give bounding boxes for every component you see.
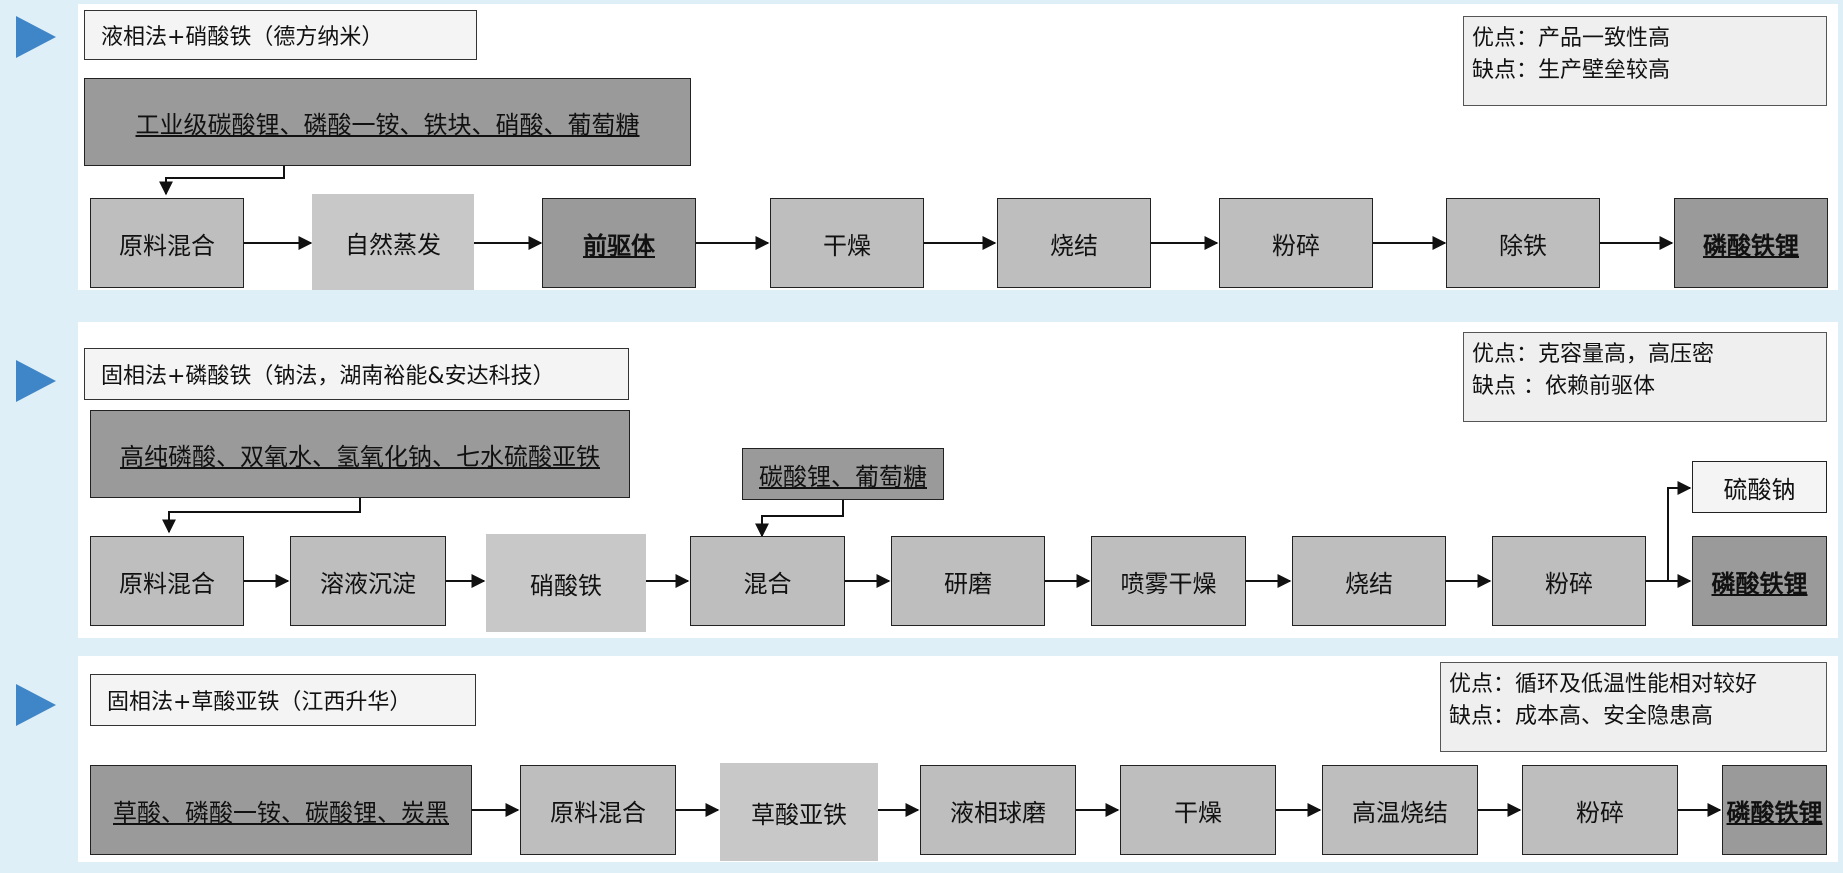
product-box: 磷酸铁锂: [1692, 536, 1827, 626]
process-1-title: 液相法+硝酸铁（德方纳米）: [84, 10, 477, 60]
process-1-pros-cons: 优点：产品一致性高 缺点：生产壁垒较高: [1463, 16, 1827, 106]
step-box: 粉碎: [1492, 536, 1646, 626]
step-box: 草酸亚铁: [720, 763, 878, 861]
play-triangle-icon: [16, 16, 56, 58]
product-text: 磷酸铁锂: [1726, 798, 1823, 827]
process-2-title: 固相法+磷酸铁（钠法，湖南裕能&安达科技）: [84, 348, 629, 400]
step-box: 原料混合: [90, 536, 244, 626]
pros-text: 优点：克容量高，高压密: [1472, 342, 1715, 367]
play-triangle-icon: [16, 684, 56, 726]
product-text: 磷酸铁锂: [1703, 231, 1799, 260]
step-box: 粉碎: [1219, 198, 1373, 288]
process-3-pros-cons: 优点：循环及低温性能相对较好 缺点：成本高、安全隐患高: [1440, 662, 1827, 752]
raw-materials-text: 草酸、磷酸一铵、碳酸锂、炭黑: [113, 798, 449, 827]
step-box: 混合: [690, 536, 845, 626]
play-triangle-icon: [16, 360, 56, 402]
raw-materials-box: 工业级碳酸锂、磷酸一铵、铁块、硝酸、葡萄糖: [84, 78, 691, 166]
process-3-title: 固相法+草酸亚铁（江西升华）: [90, 674, 476, 726]
step-box: 原料混合: [90, 198, 244, 288]
raw-materials-box: 高纯磷酸、双氧水、氢氧化钠、七水硫酸亚铁: [90, 410, 630, 498]
raw-materials-text: 工业级碳酸锂、磷酸一铵、铁块、硝酸、葡萄糖: [135, 110, 640, 139]
step-box: 溶液沉淀: [290, 536, 446, 626]
pros-text: 优点：产品一致性高: [1472, 26, 1671, 51]
step-box: 粉碎: [1522, 765, 1678, 855]
step-box: 烧结: [1292, 536, 1446, 626]
step-box: 研磨: [891, 536, 1045, 626]
product-box: 磷酸铁锂: [1722, 765, 1827, 855]
product-box: 磷酸铁锂: [1674, 198, 1828, 288]
byproduct-box: 硫酸钠: [1692, 461, 1827, 513]
step-box: 干燥: [1120, 765, 1276, 855]
step-box: 烧结: [997, 198, 1151, 288]
step-box: 喷雾干燥: [1091, 536, 1246, 626]
step-box-precursor: 前驱体: [542, 198, 696, 288]
cons-text: 缺点：生产壁垒较高: [1472, 58, 1671, 83]
raw-materials-text: 高纯磷酸、双氧水、氢氧化钠、七水硫酸亚铁: [120, 442, 600, 471]
process-2-pros-cons: 优点：克容量高，高压密 缺点 ：依赖前驱体: [1463, 332, 1827, 422]
step-box: 干燥: [770, 198, 924, 288]
cons-text: 缺点：成本高、安全隐患高: [1449, 704, 1714, 729]
step-box: 除铁: [1446, 198, 1600, 288]
product-text: 磷酸铁锂: [1711, 569, 1808, 598]
step-box: 自然蒸发: [312, 194, 474, 290]
step-box: 高温烧结: [1322, 765, 1478, 855]
cons-text: 缺点 ：依赖前驱体: [1472, 374, 1655, 399]
pros-text: 优点：循环及低温性能相对较好: [1449, 672, 1758, 697]
additive-box: 碳酸锂、葡萄糖: [742, 448, 944, 500]
step-box: 硝酸铁: [486, 534, 646, 632]
precursor-text: 前驱体: [583, 231, 655, 260]
raw-materials-box: 草酸、磷酸一铵、碳酸锂、炭黑: [90, 765, 472, 855]
step-box: 原料混合: [520, 765, 676, 855]
additive-text: 碳酸锂、葡萄糖: [759, 462, 927, 491]
step-box: 液相球磨: [920, 765, 1076, 855]
